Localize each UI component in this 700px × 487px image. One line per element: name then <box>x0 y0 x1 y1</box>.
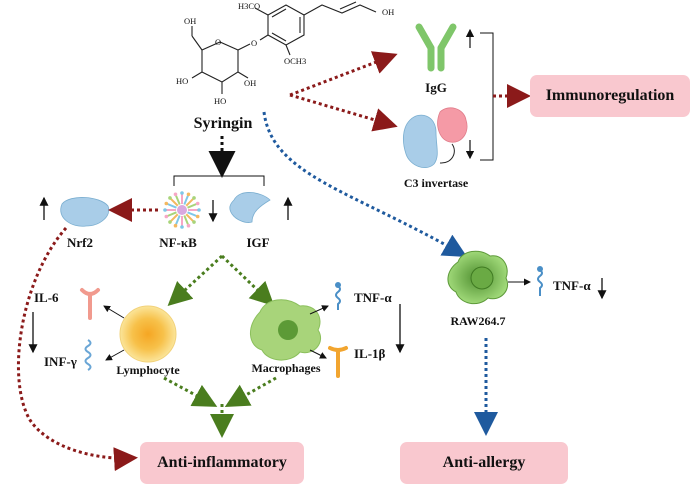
il1b-label: IL-1β <box>354 346 386 361</box>
nfkb-spike <box>166 202 177 209</box>
nfkb-spike <box>183 194 190 205</box>
arrow-to-il6 <box>103 305 125 319</box>
igf-icon <box>229 192 271 223</box>
methoxy-top-label: H3CO <box>238 1 260 11</box>
raw264-label: RAW264.7 <box>450 314 505 328</box>
raw264-icon <box>447 250 508 305</box>
nfkb-spike-tip <box>168 220 172 224</box>
macrophage-nucleus <box>278 320 298 340</box>
nfkb-icon <box>163 191 201 229</box>
ring-oxygen-label: O <box>215 37 221 47</box>
igg-label: IgG <box>425 80 447 95</box>
nfkb-spike <box>185 197 195 207</box>
nfkb-spike-tip <box>192 220 196 224</box>
nfkb-spike-tip <box>168 196 172 200</box>
tnfa-raw-icon <box>537 266 543 296</box>
anti-allergy-label: Anti-allergy <box>442 454 526 471</box>
anti-allergy-box: Anti-allergy <box>400 442 568 484</box>
c3-invertase-icon <box>402 107 468 168</box>
oh-ring-2-label: HO <box>176 76 188 86</box>
lymphocyte-label: Lymphocyte <box>116 363 180 377</box>
nfkb-spike <box>174 215 181 226</box>
nfkb-spike-tip <box>192 196 196 200</box>
arrow-nrf2-to-anti-inflammatory <box>16 227 138 472</box>
nfkb-spike-tip <box>180 225 184 229</box>
nfkb-spike-tip <box>164 214 169 219</box>
il6-label: IL-6 <box>34 290 59 305</box>
nfkb-spike-tip <box>197 208 201 212</box>
nfkb-spike-tip <box>195 214 200 219</box>
nfkb-spike-tip <box>180 191 184 195</box>
nfkb-spike-tip <box>195 201 200 206</box>
syringin-structure <box>191 1 377 94</box>
immuno-bracket <box>480 32 494 161</box>
arrow-to-raw264 <box>262 111 468 257</box>
nfkb-spike <box>166 211 177 218</box>
methoxy-bottom-label: OCH3 <box>284 56 306 66</box>
nfkb-spike <box>169 197 179 207</box>
nfkb-spike <box>185 213 195 223</box>
arrow-to-lymphocyte <box>167 254 224 307</box>
arrow-to-tnfa <box>309 305 329 315</box>
oh-ring-4-label: OH <box>244 78 256 88</box>
nfkb-spike-tip <box>173 192 178 197</box>
immunoregulation-label: Immunoregulation <box>545 87 675 104</box>
nfkb-spike-tip <box>164 201 169 206</box>
nfkb-spike-tip <box>163 208 167 212</box>
nfkb-spike <box>187 202 198 209</box>
syringin-label: Syringin <box>194 115 253 132</box>
oh-ring-3-label: HO <box>214 96 226 106</box>
tnfa-icon <box>335 282 341 310</box>
arrow-to-macrophages <box>220 254 275 307</box>
immunoregulation-box: Immunoregulation <box>530 75 690 117</box>
nfkb-spike-tip <box>186 192 191 197</box>
syringin-atom-labels: H3CO OH OCH3 O O OH HO HO OH <box>176 1 394 106</box>
nrf2-icon <box>60 197 110 227</box>
anti-inflammatory-box: Anti-inflammatory <box>140 442 304 484</box>
lymphocyte-icon <box>119 305 177 363</box>
arrow-to-c3 <box>289 93 398 132</box>
nfkb-spike <box>183 215 190 226</box>
target-bracket <box>173 175 265 186</box>
igf-label: IGF <box>246 235 269 250</box>
infg-icon <box>84 339 92 371</box>
arrow-mac-to-merge <box>224 376 277 407</box>
arrow-to-infg <box>105 349 125 361</box>
il1b-icon <box>328 346 348 378</box>
nfkb-spike-tip <box>186 223 191 228</box>
arrow-to-igg <box>289 51 398 97</box>
oh-ring-1-label: OH <box>184 16 196 26</box>
nfkb-spike <box>174 194 181 205</box>
nfkb-label: NF-κB <box>159 235 197 250</box>
igg-icon <box>415 23 457 72</box>
nfkb-spike <box>169 213 179 223</box>
nfkb-core <box>177 205 187 215</box>
anti-inflammatory-label: Anti-inflammatory <box>157 454 287 471</box>
macrophages-label: Macrophages <box>251 361 320 375</box>
tnfa-label: TNF-α <box>354 290 392 305</box>
hydroxyl-chain-label: OH <box>382 7 394 17</box>
nfkb-spike <box>187 211 198 218</box>
c3-invertase-label: C3 invertase <box>404 176 469 190</box>
arrow-lym-to-merge <box>163 376 218 407</box>
infg-label: INF-γ <box>44 354 77 369</box>
il6-icon <box>80 288 100 320</box>
arrow-to-il1b <box>309 349 327 359</box>
nfkb-spike-tip <box>173 223 178 228</box>
nrf2-label: Nrf2 <box>67 235 93 250</box>
glycoside-oxygen-label: O <box>251 38 257 48</box>
tnfa-raw-label: TNF-α <box>553 278 591 293</box>
